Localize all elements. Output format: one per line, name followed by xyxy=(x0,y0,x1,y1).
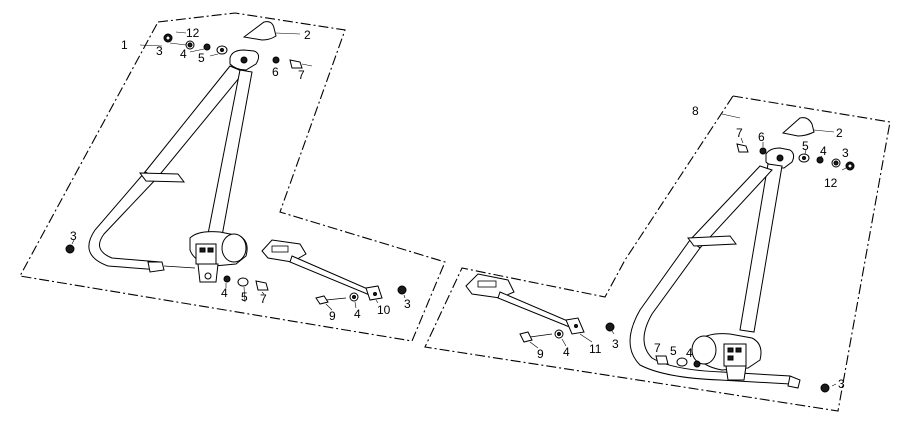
left-top-washer-b-callout: 5 xyxy=(198,51,205,65)
right-bottom-bolt xyxy=(655,355,669,365)
left-buckle-bolt xyxy=(315,295,329,305)
left-spacer xyxy=(272,56,280,64)
right-bottom-nut-callout: 3 xyxy=(838,377,845,391)
left-buckle-washer-callout: 4 xyxy=(354,307,361,321)
right-bottom-washer-b-callout: 5 xyxy=(670,344,677,358)
left-retractor xyxy=(189,231,248,283)
left-seat-belt-assembly: 1 2 12 3 4 5 6 7 3 4 5 7 9 4 10 3 xyxy=(19,12,446,342)
right-bottom-washer-callout: 4 xyxy=(686,346,693,360)
right-washer-callout: 4 xyxy=(820,144,827,158)
left-buckle-nut xyxy=(397,285,407,295)
left-spacer-callout: 6 xyxy=(272,65,279,79)
left-belt-guide xyxy=(138,172,186,183)
left-top-nut-callout: 3 xyxy=(156,44,163,58)
right-washer-b-callout: 5 xyxy=(802,139,809,153)
left-bottom-washer-b xyxy=(237,277,249,287)
left-buckle-nut-callout: 3 xyxy=(404,297,411,311)
left-bottom-washer xyxy=(223,275,231,283)
right-top-bolt xyxy=(736,143,749,153)
left-buckle-assembly xyxy=(261,239,407,311)
right-assembly-callout: 8 xyxy=(692,104,699,118)
right-belt-guide xyxy=(687,235,737,247)
left-bottom-washer-b-callout: 5 xyxy=(241,290,248,304)
left-bottom-nut-callout: 3 xyxy=(70,229,77,243)
right-top-bolt-callout: 7 xyxy=(736,126,743,140)
left-bottom-nut xyxy=(65,244,75,254)
left-belt-end xyxy=(147,261,165,273)
right-seat-belt-assembly: 8 2 7 6 5 4 3 12 9 4 11 3 7 5 4 3 xyxy=(424,95,891,412)
right-buckle-bolt xyxy=(519,331,533,343)
right-cover-callout: 2 xyxy=(836,126,843,140)
right-top-fasteners xyxy=(721,113,855,171)
right-bottom-washer-b xyxy=(676,357,688,367)
right-spacer xyxy=(759,147,767,155)
left-top-bolt-callout: 7 xyxy=(298,68,305,82)
right-buckle-nut xyxy=(605,322,615,332)
right-buckle-bracket-callout: 11 xyxy=(589,342,602,356)
left-buckle-bolt-callout: 9 xyxy=(329,309,336,323)
right-belt-end xyxy=(787,375,801,389)
left-bottom-bolt xyxy=(255,280,269,291)
right-bottom-nut xyxy=(820,383,830,393)
left-cap-callout: 12 xyxy=(186,26,200,40)
left-assembly-callout: 1 xyxy=(121,38,128,52)
right-top-nut-callout: 3 xyxy=(842,146,849,160)
left-assembly-boundary xyxy=(19,12,446,342)
right-buckle-head xyxy=(465,273,515,299)
left-belt-lap xyxy=(88,171,161,271)
left-buckle-bracket-callout: 10 xyxy=(377,303,391,317)
right-washer xyxy=(816,156,824,164)
right-buckle-bolt-callout: 9 xyxy=(537,347,544,361)
right-bottom-washer xyxy=(693,360,701,368)
left-cover-callout: 2 xyxy=(304,28,311,42)
left-top-washer xyxy=(203,43,211,51)
right-assembly-boundary xyxy=(424,95,891,412)
left-top-fasteners xyxy=(139,31,228,57)
left-top-bolt xyxy=(289,59,303,69)
left-top-washer-callout: 4 xyxy=(180,47,187,61)
left-bottom-bolt-callout: 7 xyxy=(260,292,267,306)
left-anchor-cover xyxy=(242,21,277,41)
right-buckle-assembly xyxy=(465,273,615,349)
left-bottom-washer-callout: 4 xyxy=(221,286,228,300)
left-lower-fasteners xyxy=(65,239,269,303)
right-belt-upper xyxy=(739,163,783,333)
right-bottom-bolt-callout: 7 xyxy=(654,341,661,355)
right-buckle-nut-callout: 3 xyxy=(612,337,619,351)
right-spacer-callout: 6 xyxy=(758,130,765,144)
left-buckle-head xyxy=(261,239,307,263)
right-retractor xyxy=(691,333,762,381)
right-anchor-cover xyxy=(781,117,815,137)
right-cap-callout: 12 xyxy=(824,176,838,190)
right-buckle-washer-callout: 4 xyxy=(563,345,570,359)
right-lower-fasteners xyxy=(655,355,837,393)
